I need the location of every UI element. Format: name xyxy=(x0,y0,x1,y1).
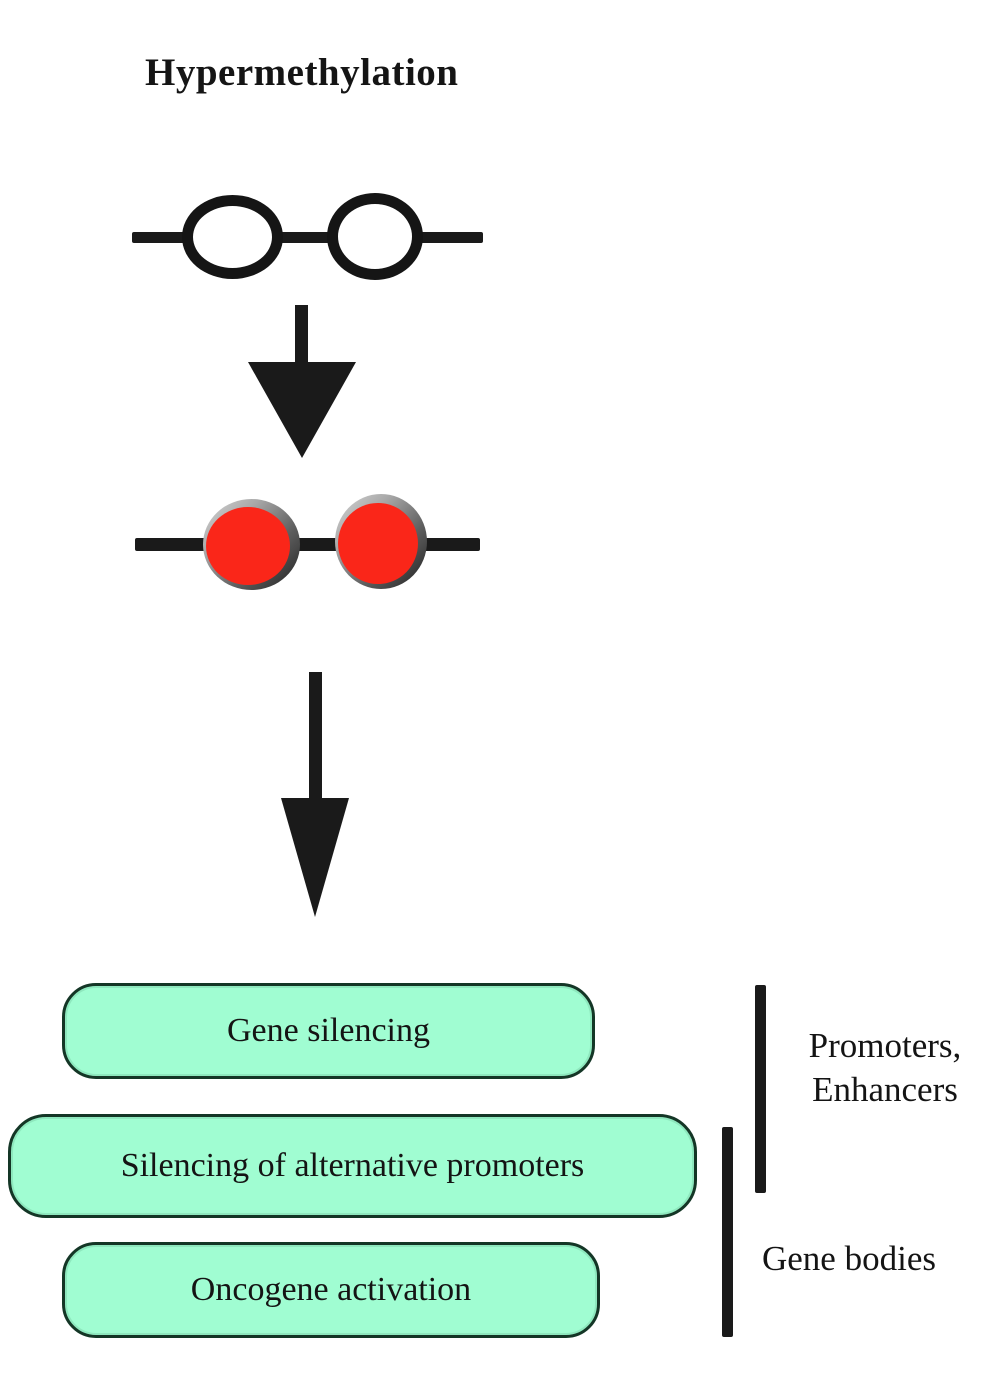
dna-backbone-line xyxy=(132,232,483,243)
arrow-head xyxy=(281,798,349,917)
methylated-cpg-circle-icon xyxy=(203,499,300,590)
region-label-line: Gene bodies xyxy=(762,1239,936,1278)
region-label-promoters-enhancers: Promoters, Enhancers xyxy=(785,1024,985,1112)
outcome-box-label: Gene silencing xyxy=(227,1012,430,1049)
methyl-mark xyxy=(205,507,291,586)
bracket-bar-gene-bodies xyxy=(722,1127,733,1337)
region-label-gene-bodies: Gene bodies xyxy=(762,1237,936,1281)
methylated-dna-icon xyxy=(135,494,480,591)
region-label-line: Promoters, xyxy=(808,1026,962,1065)
outcome-box-silencing-alternative-promoters: Silencing of alternative promoters xyxy=(8,1114,697,1218)
outcome-box-label: Silencing of alternative promoters xyxy=(120,1147,585,1184)
arrow-head xyxy=(248,362,356,458)
outcome-box-label: Oncogene activation xyxy=(190,1271,472,1308)
region-label-line: Enhancers xyxy=(812,1070,958,1109)
open-cpg-circle-icon xyxy=(327,193,423,280)
methylated-cpg-circle-icon xyxy=(335,494,427,589)
outcome-box-gene-silencing: Gene silencing xyxy=(62,983,595,1079)
arrow-stem xyxy=(309,672,322,802)
methyl-mark xyxy=(337,502,418,585)
open-cpg-circle-icon xyxy=(182,195,283,279)
unmethylated-dna-icon xyxy=(132,193,483,281)
outcome-box-oncogene-activation: Oncogene activation xyxy=(62,1242,600,1338)
arrow-stem xyxy=(295,305,308,365)
diagram-title: Hypermethylation xyxy=(145,51,459,94)
dna-backbone-line xyxy=(135,538,480,551)
bracket-bar-promoters-enhancers xyxy=(755,985,766,1193)
